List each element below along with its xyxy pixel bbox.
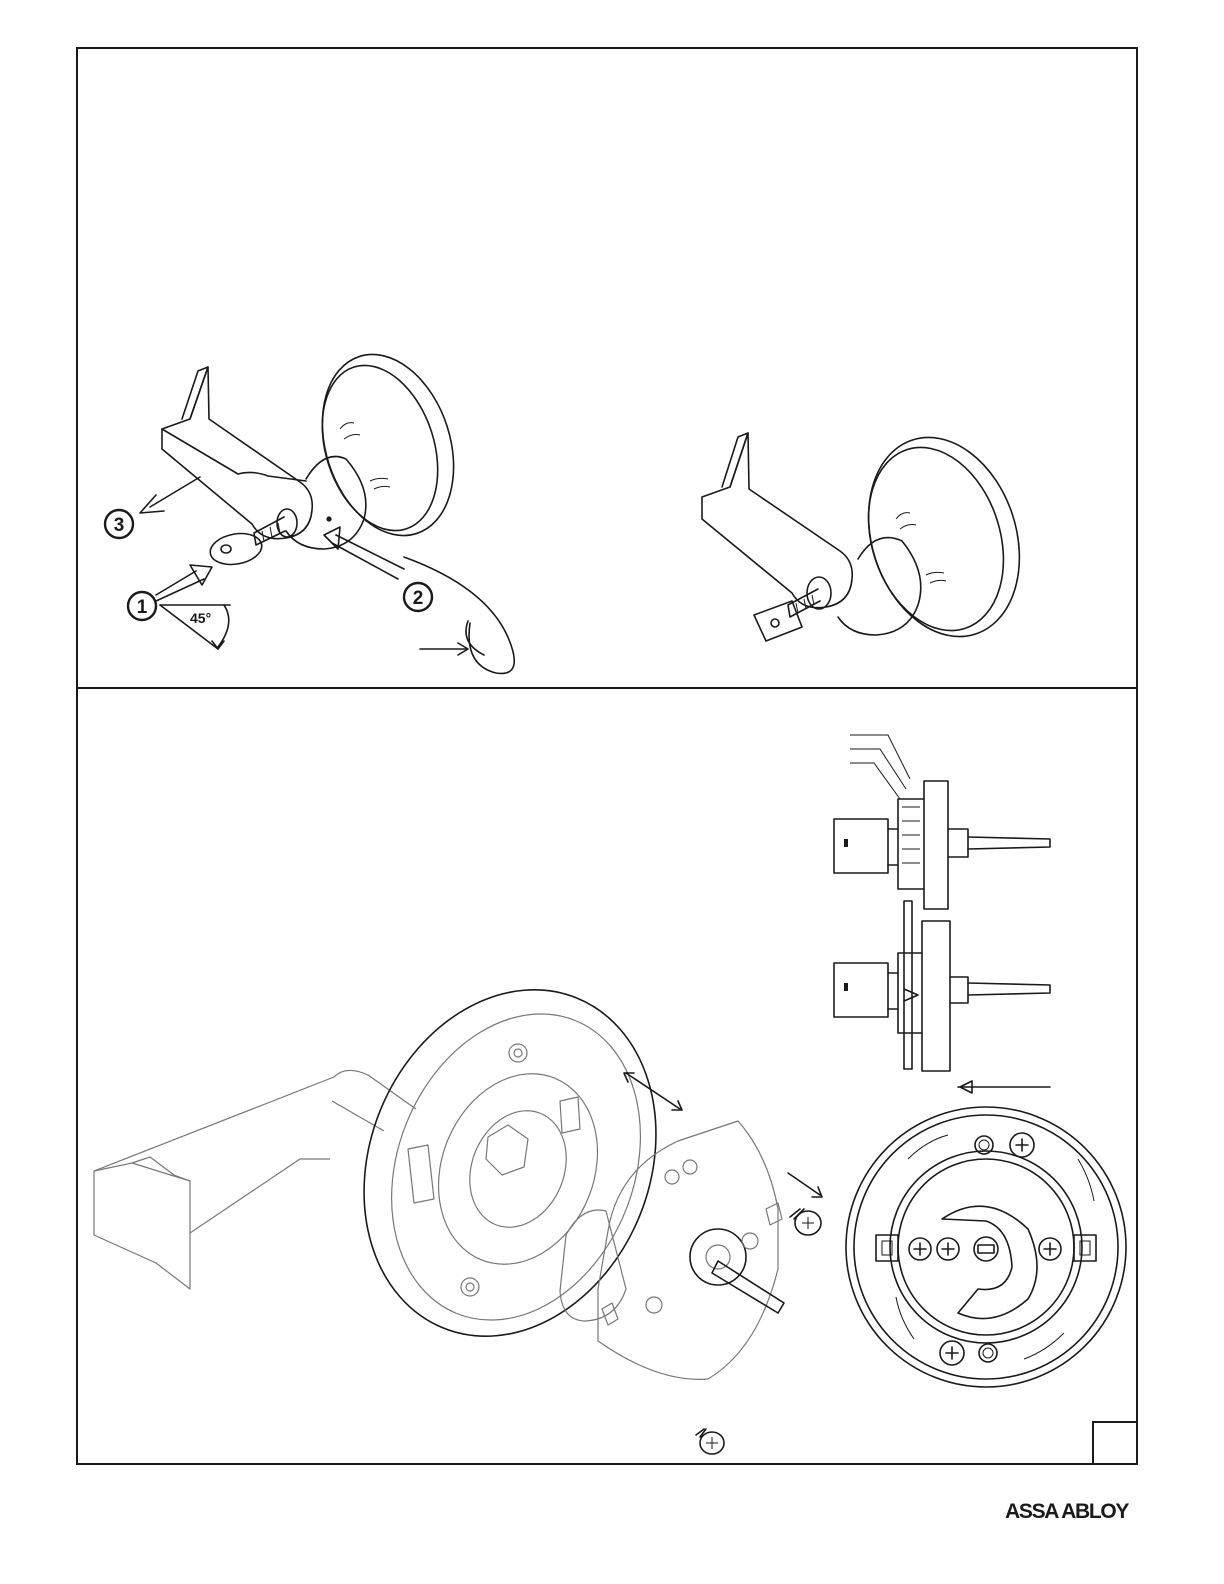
- screw-upper: [790, 1209, 821, 1235]
- callout-1-label: 1: [137, 597, 148, 618]
- callout-1: 1: [128, 592, 156, 620]
- lever-rose-housing: [94, 946, 706, 1381]
- rose-screw-center: [937, 1238, 959, 1260]
- angle-label: 45°: [190, 610, 211, 626]
- screw-lower: [696, 1429, 724, 1454]
- mounting-plate: [560, 1121, 784, 1379]
- rose-screw-bottom: [940, 1341, 964, 1365]
- callout-2: 2: [404, 583, 432, 611]
- callout-2-label: 2: [413, 588, 424, 609]
- callout-3-label: 3: [114, 515, 125, 536]
- lever-removal-illustration: 45° 3 1 2: [78, 49, 1140, 687]
- rose-screw-right: [1039, 1238, 1061, 1260]
- assembled-rose-front-view: [846, 1107, 1126, 1387]
- rose-screw-left: [909, 1238, 931, 1260]
- angle-indicator: 45°: [160, 605, 230, 649]
- exploded-view-arrows: [624, 1073, 1050, 1197]
- lever-removal-panel: 45° 3 1 2: [78, 49, 1136, 687]
- callout-3: 3: [105, 510, 133, 538]
- rose-assembly-illustration: [78, 689, 1140, 1465]
- instruction-frame: 45° 3 1 2: [76, 47, 1138, 1465]
- lever-with-key-illustration: [162, 337, 514, 673]
- step-number-box: [1092, 1421, 1136, 1465]
- cross-section-detail-upper: [834, 735, 1050, 909]
- rose-screw-top: [1010, 1133, 1034, 1157]
- lever-key-inserted-illustration: [702, 418, 1044, 657]
- cross-section-detail-lower: [834, 901, 1050, 1071]
- brand-logo: ASSA ABLOY: [1005, 1500, 1128, 1524]
- rose-assembly-panel: [78, 689, 1136, 1465]
